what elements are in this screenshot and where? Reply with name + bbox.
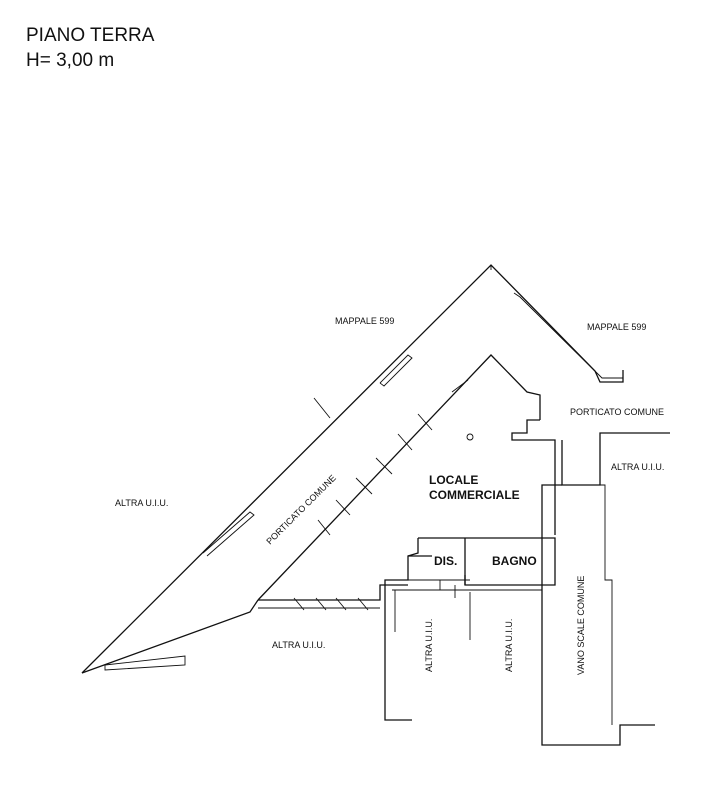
corridor-openings — [293, 597, 369, 611]
floor-height: H= 3,00 m — [26, 50, 115, 71]
dis-left-wall — [384, 538, 419, 721]
boundary-tick — [313, 397, 331, 419]
label-porticato-comune: PORTICATO COMUNE — [570, 407, 664, 417]
opening-outer-1 — [379, 354, 413, 387]
label-commerciale: COMMERCIALE — [429, 488, 520, 502]
label-vano-scale: VANO SCALE COMUNE — [576, 576, 586, 675]
label-altra-uiu-left: ALTRA U.I.U. — [115, 498, 168, 508]
opening-outer-2 — [202, 511, 255, 557]
inner-openings — [317, 379, 469, 536]
mappale-right-boundary — [513, 292, 623, 379]
corner-rectangle — [104, 655, 186, 671]
label-altra-uiu-bottom: ALTRA U.I.U. — [272, 640, 325, 650]
label-porticato-diag: PORTICATO COMUNE — [264, 473, 338, 547]
label-mappale-left: MAPPALE 599 — [335, 316, 394, 326]
local-right-wall — [561, 432, 670, 486]
column-marker — [466, 433, 474, 441]
bottom-corridor-wall — [258, 584, 408, 601]
vano-scale-wall — [541, 484, 655, 746]
floor-title: PIANO TERRA — [26, 25, 155, 46]
local-top-wall — [511, 419, 556, 535]
label-bagno: BAGNO — [492, 554, 537, 568]
vano-scale-inner — [600, 484, 613, 725]
outer-bottom-wall — [81, 599, 259, 674]
label-altra-uiu-vert-2: ALTRA U.I.U. — [504, 619, 514, 672]
label-mappale-right: MAPPALE 599 — [587, 322, 646, 332]
inner-portico-wall — [257, 354, 541, 601]
outer-portico-wall — [81, 264, 624, 674]
label-altra-uiu-vert-1: ALTRA U.I.U. — [424, 619, 434, 672]
label-altra-uiu-right: ALTRA U.I.U. — [611, 462, 664, 472]
label-dis: DIS. — [434, 554, 457, 568]
label-locale: LOCALE — [429, 473, 478, 487]
